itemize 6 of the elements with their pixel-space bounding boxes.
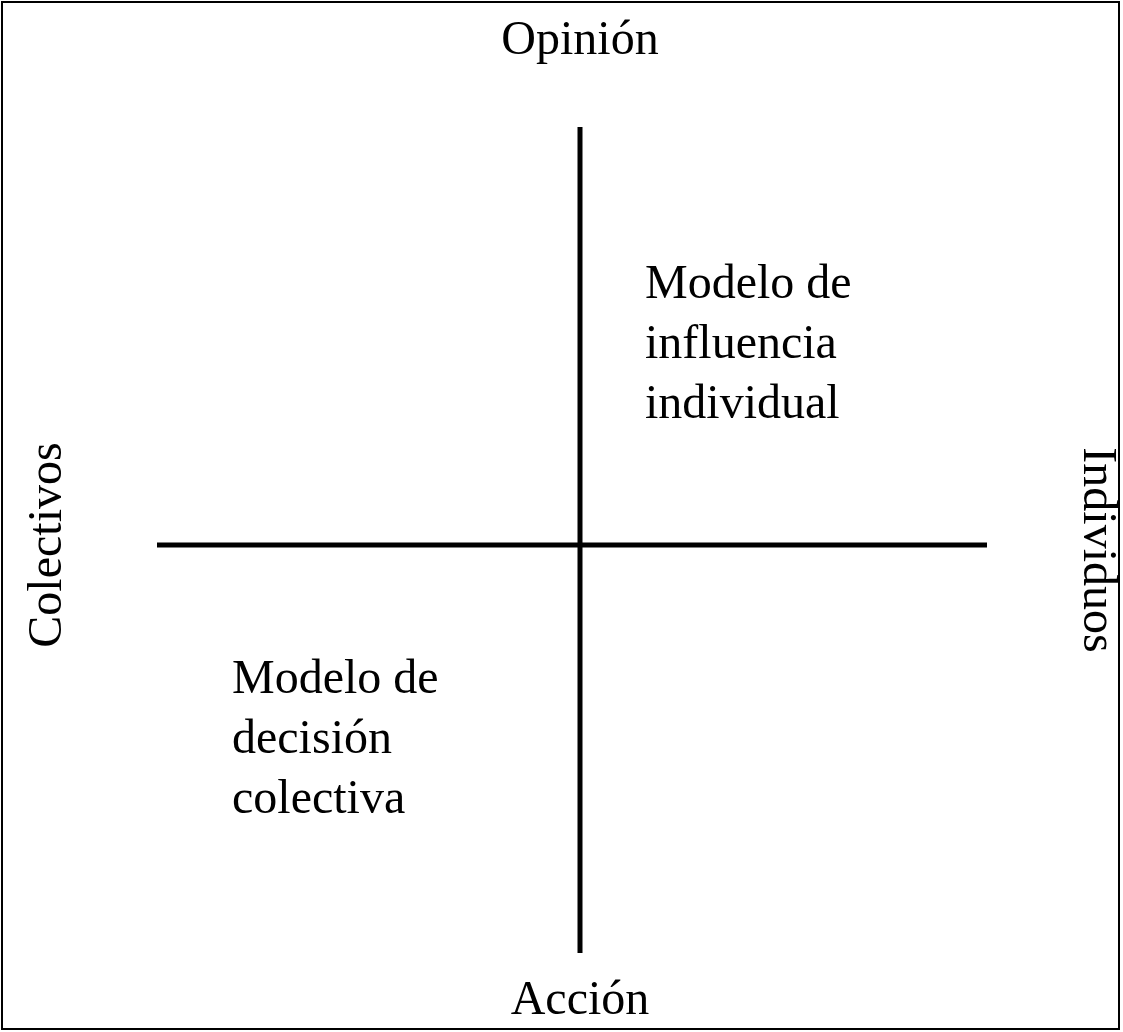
quadrant-label: Modelo de influencia individual — [645, 254, 853, 430]
axis-label: Individuos — [1073, 446, 1123, 655]
axis-label: Colectivos — [17, 441, 72, 650]
axis-label: Acción — [509, 970, 651, 1026]
axis-label: Opinión — [500, 10, 660, 66]
quadrant-label: Modelo de decisión colectiva — [232, 649, 440, 825]
